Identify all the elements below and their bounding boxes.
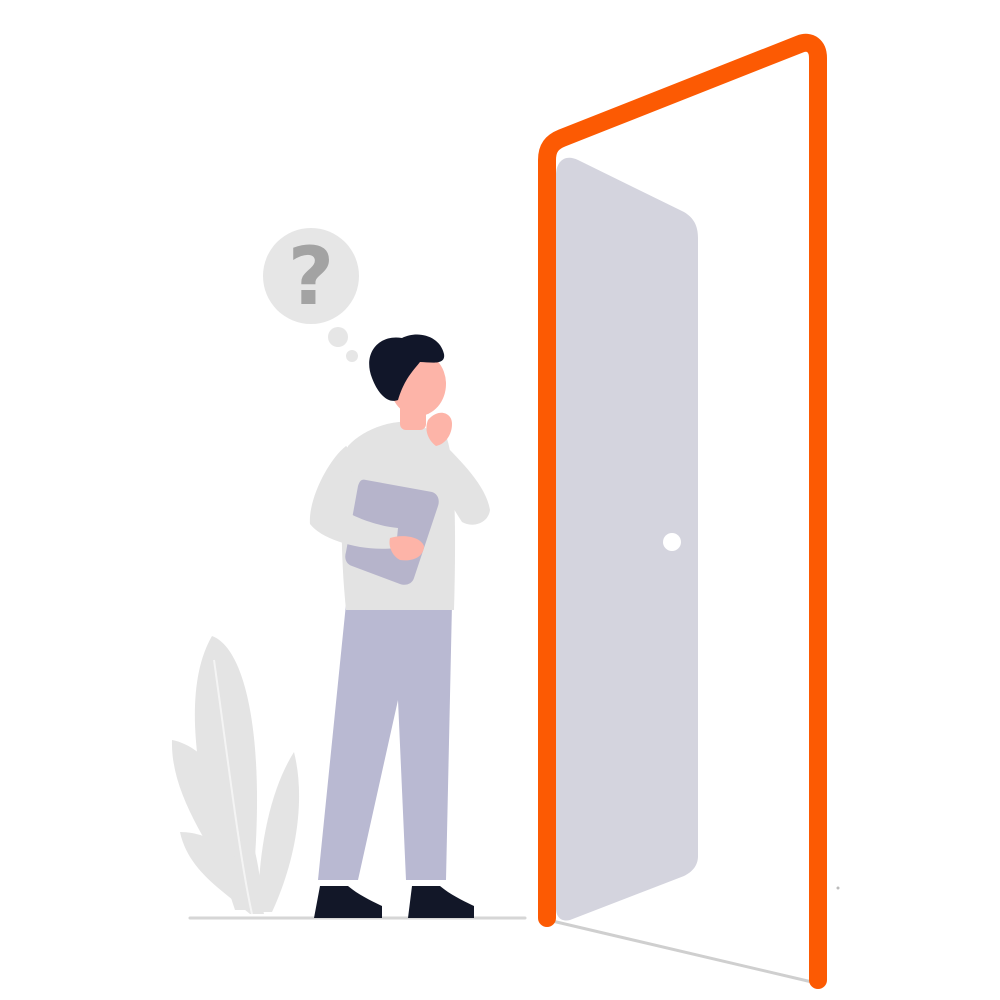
door-panel [556,157,698,921]
thought-bubble-dot-small [346,350,358,362]
thought-bubble-dot-large [328,327,348,347]
door-knob [663,533,681,551]
hair [369,334,445,401]
door-frame [538,33,827,989]
question-mark-glyph: ? [288,230,334,323]
plant-stem [213,659,253,915]
left-shoe [314,886,382,918]
plant-leaf-bottom [180,832,264,914]
person-figure [309,334,490,918]
ground-dot [836,886,840,890]
thought-bubble-main [263,228,359,324]
question-bubble-icon: ? [263,228,359,362]
door-floor-shadow-line [546,918,814,984]
right-hand-at-chin [426,412,452,446]
ground [188,886,840,984]
right-arm [426,440,490,525]
open-door-icon [538,33,827,989]
right-shoe [408,886,474,918]
left-arm [309,446,398,549]
plant-leaves-icon [171,636,300,915]
left-hand [389,536,424,561]
plant-leaf-right [258,752,300,912]
pants [318,604,452,880]
